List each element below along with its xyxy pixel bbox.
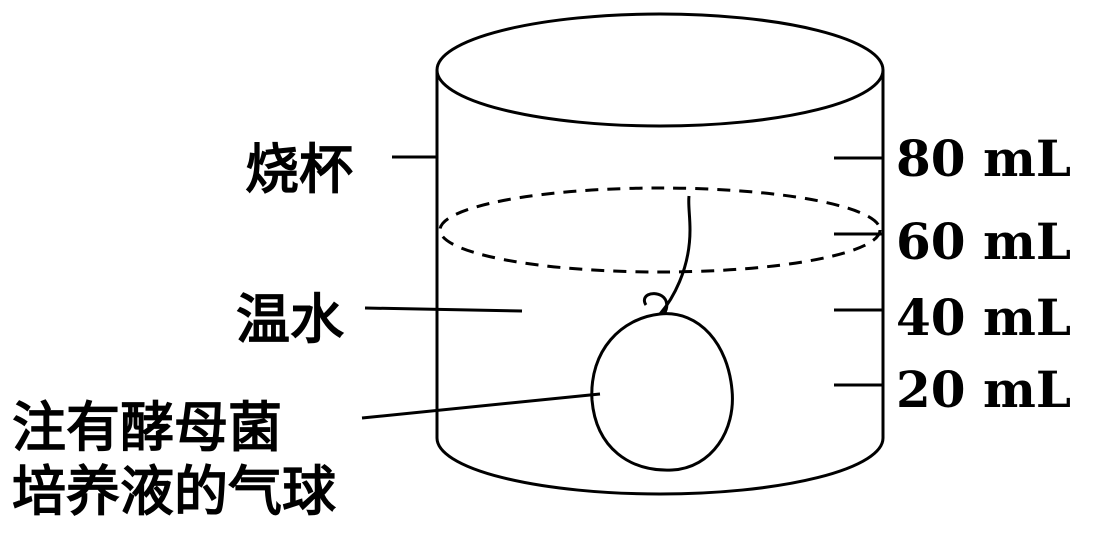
- water-label: 温水: [236, 287, 345, 351]
- balloon-label-line2: 培养液的气球: [12, 459, 337, 523]
- balloon-label-line1: 注有酵母菌: [12, 395, 282, 459]
- balloon-leader: [361, 392, 601, 420]
- beaker-bottom: [435, 437, 885, 496]
- scale-label-60: 60 mL: [896, 212, 1071, 271]
- leader-lines: [361, 155, 601, 420]
- beaker-label: 烧杯: [245, 137, 353, 201]
- scale-label-40: 40 mL: [896, 288, 1071, 347]
- balloon: [590, 195, 734, 472]
- balloon-string: [658, 195, 692, 315]
- scale-label-80: 80 mL: [896, 129, 1071, 188]
- beaker-rim: [435, 12, 885, 128]
- balloon-body: [590, 312, 734, 472]
- water-surface: [438, 186, 882, 274]
- beaker: [435, 12, 885, 496]
- scale-label-20: 20 mL: [896, 360, 1071, 419]
- scale-ticks: [834, 156, 883, 387]
- balloon-knot: [643, 292, 669, 315]
- water-leader: [364, 306, 523, 313]
